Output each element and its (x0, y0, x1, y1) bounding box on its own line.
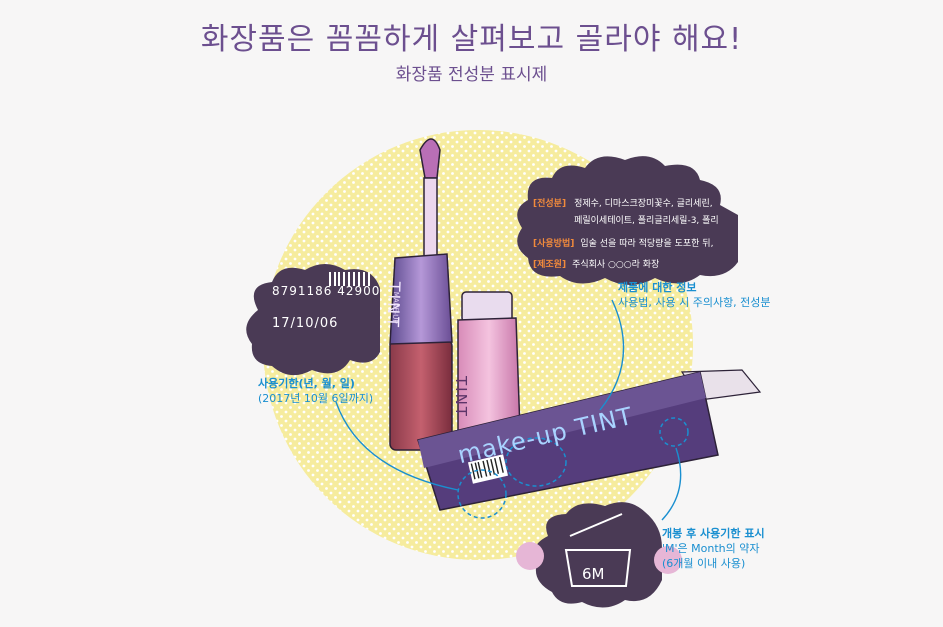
pao-jar-icon (564, 513, 632, 587)
pao-callout: 개봉 후 사용기한 표시 'M'은 Month의 약자 (6개월 이내 사용) (662, 526, 765, 571)
pao-cloud-accent-right (654, 546, 682, 574)
barcode-cloud (246, 264, 380, 376)
expiry-detail: (2017년 10월 6일까지) (258, 392, 374, 405)
pao-title: 개봉 후 사용기한 표시 (662, 527, 765, 540)
applicator-stem (423, 177, 438, 259)
pao-cloud (534, 502, 662, 608)
pao-cloud-accent-left (516, 542, 544, 570)
expiry-date: 17/10/06 (272, 316, 339, 331)
usage-tag: [사용방법] (533, 239, 575, 249)
expiry-title: 사용기한(년, 월, 일) (258, 377, 355, 390)
box-top-face (418, 372, 706, 468)
callout-arrows (335, 299, 682, 521)
tint-tube-cap (389, 253, 453, 345)
product-info-callout: 제품에 대한 정보 사용법, 사용 시 주의사항, 전성분 (618, 280, 771, 310)
ingredients-tag: [전성분] (533, 199, 567, 209)
ingredients-line-2: 페릴이세테이트, 폴리글리세릴-3, 폴리 (574, 216, 719, 226)
barcode-number: 8791186 42900 (272, 284, 381, 298)
bottle-label: TINT (452, 376, 470, 418)
usage-text: 입술 선을 따라 적당량을 도포한 뒤, (580, 239, 714, 249)
page-title: 화장품은 꼼꼼하게 살펴보고 골라야 해요! (200, 22, 743, 57)
pao-line-3: (6개월 이내 사용) (662, 557, 746, 570)
applicator-tip (419, 138, 441, 179)
cloud-barcode (329, 272, 370, 286)
maker-tag: [제조원] (533, 260, 567, 270)
product-info-title: 제품에 대한 정보 (618, 281, 697, 294)
bottle-neck (461, 291, 513, 323)
expiry-callout: 사용기한(년, 월, 일) (2017년 10월 6일까지) (258, 376, 373, 406)
ingredient-cloud-text: [전성분] 정제수, 디마스크장미꽃수, 글리세린, 페릴이세테이트, 폴리글리… (533, 196, 719, 270)
ingredient-cloud (517, 156, 738, 285)
pao-line-2: 'M'은 Month의 약자 (662, 542, 760, 555)
maker-text: 주식회사 ○○○라 화장 (572, 260, 660, 270)
ingredients-line-1: 정제수, 디마스크장미꽃수, 글리세린, (574, 199, 713, 209)
product-info-detail: 사용법, 사용 시 주의사항, 전성분 (618, 296, 771, 309)
info-highlight-ring (505, 437, 567, 487)
page-subtitle: 화장품 전성분 표시제 (395, 65, 548, 85)
pao-highlight-ring (659, 417, 689, 447)
tube-sublabel: MAKE-UP (390, 291, 400, 324)
expiry-highlight-ring (457, 469, 507, 519)
pao-symbol-label: 6M (582, 565, 605, 583)
